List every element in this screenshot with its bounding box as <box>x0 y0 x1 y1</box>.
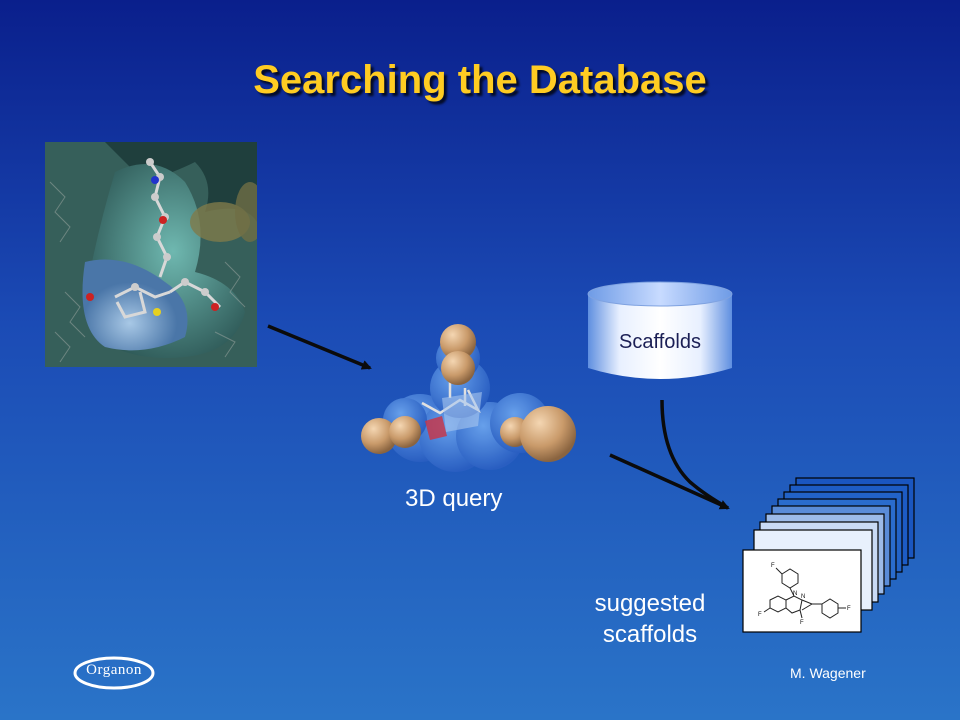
results-label: suggested scaffolds <box>560 588 740 650</box>
database-cylinder-icon <box>587 281 733 379</box>
author-credit: M. Wagener <box>790 665 866 681</box>
results-stack-icon: F F F F N N <box>742 477 915 633</box>
query-label: 3D query <box>405 485 503 512</box>
atom-label-n1: N <box>793 591 797 597</box>
arrow-database-to-results <box>660 399 729 510</box>
protein-surface-image <box>45 142 257 367</box>
atom-label-n2: N <box>801 594 805 600</box>
arrow-protein-to-query <box>267 324 372 370</box>
database-label: Scaffolds <box>619 331 701 353</box>
results-label-line2: scaffolds <box>602 621 698 648</box>
arrow-query-to-results <box>609 453 730 510</box>
atom-label-f4: F <box>847 606 851 612</box>
atom-label-f2: F <box>758 612 762 618</box>
organon-logo-icon <box>73 656 155 690</box>
atom-label-f1: F <box>771 563 775 569</box>
atom-label-f3: F <box>800 620 804 626</box>
results-label-line1: suggested <box>594 590 706 617</box>
organon-logo-text: Organon <box>86 662 142 678</box>
pharmacophore-query-image <box>361 324 576 472</box>
slide-title: Searching the Database <box>253 58 707 102</box>
